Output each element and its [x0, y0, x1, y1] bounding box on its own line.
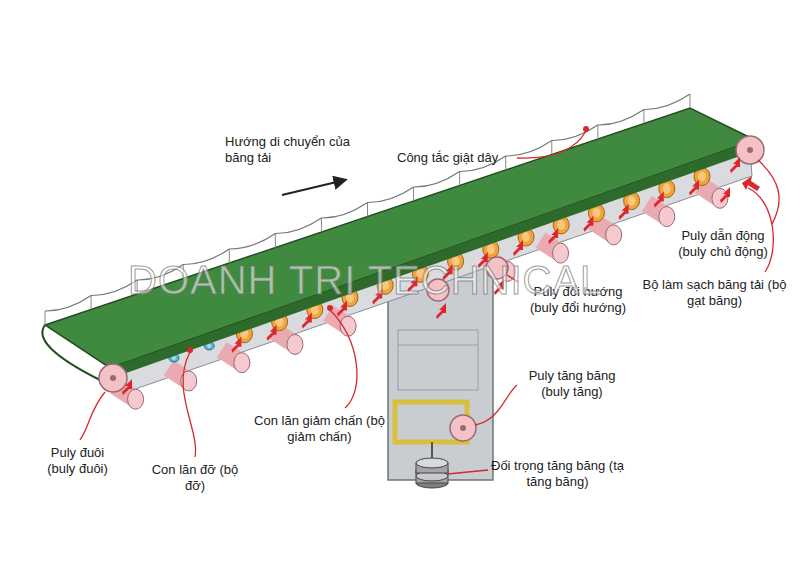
- force-arrow: [583, 216, 593, 232]
- part-label: Con lăn đỡ (bộ đỡ): [150, 462, 240, 494]
- part-label: Bộ làm sạch băng tải (bộ gạt băng): [642, 277, 787, 309]
- pull-cord: [45, 94, 690, 311]
- force-arrow: [548, 228, 558, 244]
- direction-arrow: [282, 180, 345, 195]
- part-label: Puly dẫn động (buly chủ động): [668, 228, 778, 260]
- cord-post: [505, 156, 506, 170]
- force-arrow: [267, 325, 277, 341]
- watermark: DOANH TRI TECHNICAL: [128, 258, 603, 302]
- force-arrow: [720, 187, 730, 203]
- belt-surface: [45, 108, 755, 368]
- take-up-pulley: [450, 415, 476, 441]
- direction-label: Hướng di chuyển của băng tải: [225, 134, 350, 166]
- part-label: Công tắc giật dây: [397, 150, 522, 166]
- belt-edge: [110, 140, 757, 378]
- cord-post: [275, 234, 276, 248]
- force-arrow: [122, 379, 132, 395]
- force-arrow: [513, 240, 523, 256]
- force-arrow: [654, 192, 664, 208]
- force-arrow: [619, 204, 629, 220]
- force-arrow: [730, 157, 740, 173]
- return-roller: [275, 331, 303, 354]
- cleaner-marker: [742, 176, 760, 191]
- force-arrow: [337, 301, 347, 317]
- part-label: Puly đuôi (buly đuôi): [35, 445, 120, 477]
- part-label: Đối trọng tăng băng (tạ tăng băng): [485, 458, 630, 490]
- cord-post: [413, 187, 414, 201]
- leader-dots: [187, 126, 589, 353]
- cord-post: [45, 311, 46, 325]
- cord-post: [367, 203, 368, 217]
- part-label: Con lăn giảm chấn (bộ giảm chấn): [252, 413, 387, 445]
- return-roller: [647, 204, 675, 227]
- force-arrow: [231, 337, 241, 353]
- drive-pulley: [736, 136, 764, 164]
- cord-post: [597, 125, 598, 139]
- cord-post: [321, 218, 322, 232]
- cord-post: [91, 296, 92, 310]
- force-arrow: [689, 180, 699, 196]
- counterweight: [416, 458, 448, 488]
- cord-post: [459, 172, 460, 186]
- part-label: Puly tăng băng (buly tăng): [522, 368, 622, 400]
- leader-lines: [80, 131, 779, 474]
- return-roller: [222, 350, 250, 373]
- force-arrow: [302, 313, 312, 329]
- cord-post: [690, 94, 691, 108]
- tail-pulley: [99, 364, 127, 392]
- cord-post: [643, 110, 644, 124]
- force-arrow: [436, 303, 446, 319]
- return-roller: [594, 222, 622, 245]
- cord-post: [551, 141, 552, 155]
